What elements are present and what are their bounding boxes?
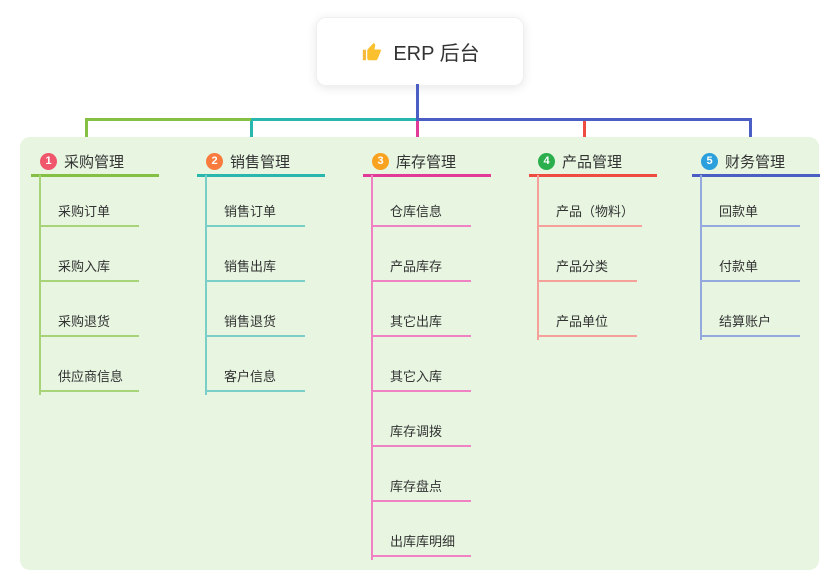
child-topic-label: 其它出库 [390,314,443,329]
child-topic-label: 采购订单 [58,204,111,219]
child-topic-label: 产品库存 [390,259,443,274]
child-topic-label: 结算账户 [719,314,772,329]
child-topic[interactable]: 销售订单 [205,203,305,227]
child-topic[interactable]: 产品单位 [537,313,637,337]
branch-header-sales[interactable]: 2 销售管理 [197,148,325,177]
child-topic-label: 供应商信息 [58,369,124,384]
bus-segment-blue [416,118,752,121]
branch-trunk-line [371,175,373,560]
root-node[interactable]: ERP 后台 [316,17,524,86]
child-topic[interactable]: 采购订单 [39,203,139,227]
bus-segment-green [85,118,253,121]
branch-label: 库存管理 [396,153,457,171]
bus-segment-teal [251,118,418,121]
child-topic[interactable]: 采购入库 [39,258,139,282]
branch-trunk-line [39,175,41,395]
child-topic-label: 产品（物料） [556,204,635,219]
root-connector [416,84,419,121]
child-topic[interactable]: 其它出库 [371,313,471,337]
child-topic-label: 回款单 [719,204,759,219]
child-topic-label: 仓库信息 [390,204,443,219]
branch-label: 产品管理 [562,153,623,171]
child-topic-label: 采购退货 [58,314,111,329]
child-topic[interactable]: 产品库存 [371,258,471,282]
child-topic-label: 库存调拨 [390,424,443,439]
thumbs-up-icon [360,40,384,64]
child-topic[interactable]: 出库库明细 [371,533,471,557]
child-topic[interactable]: 供应商信息 [39,368,139,392]
drop-connector-1 [85,121,88,148]
branch-number-badge: 5 [701,152,718,170]
branch-header-inventory[interactable]: 3 库存管理 [363,148,491,177]
child-topic[interactable]: 结算账户 [700,313,800,337]
child-topic[interactable]: 销售出库 [205,258,305,282]
child-topic[interactable]: 仓库信息 [371,203,471,227]
child-topic[interactable]: 其它入库 [371,368,471,392]
child-topic[interactable]: 库存调拨 [371,423,471,447]
drop-connector-4 [583,121,586,148]
branch-number-badge: 2 [206,152,223,170]
child-topic-label: 客户信息 [224,369,277,384]
child-topic-label: 其它入库 [390,369,443,384]
child-topic-label: 销售出库 [224,259,277,274]
branch-number-badge: 4 [538,152,555,170]
child-topic[interactable]: 回款单 [700,203,800,227]
child-topic-label: 销售订单 [224,204,277,219]
child-topic[interactable]: 库存盘点 [371,478,471,502]
child-topic-label: 采购入库 [58,259,111,274]
child-topic[interactable]: 采购退货 [39,313,139,337]
branch-number-badge: 1 [40,152,57,170]
branch-label: 销售管理 [230,153,291,171]
branch-trunk-line [537,175,539,340]
child-topic[interactable]: 产品分类 [537,258,637,282]
child-topic[interactable]: 客户信息 [205,368,305,392]
child-topic-label: 销售退货 [224,314,277,329]
root-label: ERP 后台 [393,43,480,65]
branch-header-purchase[interactable]: 1 采购管理 [31,148,159,177]
child-topic[interactable]: 销售退货 [205,313,305,337]
child-topic-label: 库存盘点 [390,479,443,494]
child-topic[interactable]: 付款单 [700,258,800,282]
child-topic-label: 产品单位 [556,314,609,329]
branch-label: 财务管理 [725,153,786,171]
child-topic[interactable]: 产品（物料） [537,203,643,227]
child-topic-label: 产品分类 [556,259,609,274]
drop-connector-2 [250,121,253,148]
branch-trunk-line [700,175,702,340]
branch-trunk-line [205,175,207,395]
branch-number-badge: 3 [372,152,389,170]
branch-label: 采购管理 [64,153,125,171]
drop-connector-5 [749,121,752,148]
branches-panel [20,137,819,570]
branch-header-finance[interactable]: 5 财务管理 [692,148,820,177]
child-topic-label: 出库库明细 [390,534,456,549]
branch-header-product[interactable]: 4 产品管理 [529,148,657,177]
child-topic-label: 付款单 [719,259,759,274]
